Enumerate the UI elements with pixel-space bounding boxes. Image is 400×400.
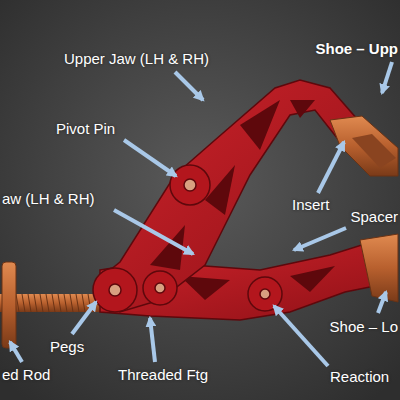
part-label: Shoe – Upp [315, 40, 398, 58]
part-label: ed Rod [2, 366, 50, 384]
part-label: aw (LH & RH) [2, 190, 95, 208]
upper-jaw [95, 80, 365, 312]
part-label: Pivot Pin [56, 120, 115, 138]
part-label: Shoe – Lo [330, 318, 398, 336]
lower-shoe [360, 234, 398, 302]
part-label: Reaction [330, 368, 389, 386]
part-label: Insert [292, 196, 330, 214]
part-label: Spacer [350, 208, 398, 226]
pivot-pins [93, 165, 282, 312]
part-label: Upper Jaw (LH & RH) [64, 50, 209, 68]
part-label: Threaded Ftg [118, 366, 208, 384]
part-label: Pegs [50, 338, 84, 356]
insert [352, 134, 396, 168]
